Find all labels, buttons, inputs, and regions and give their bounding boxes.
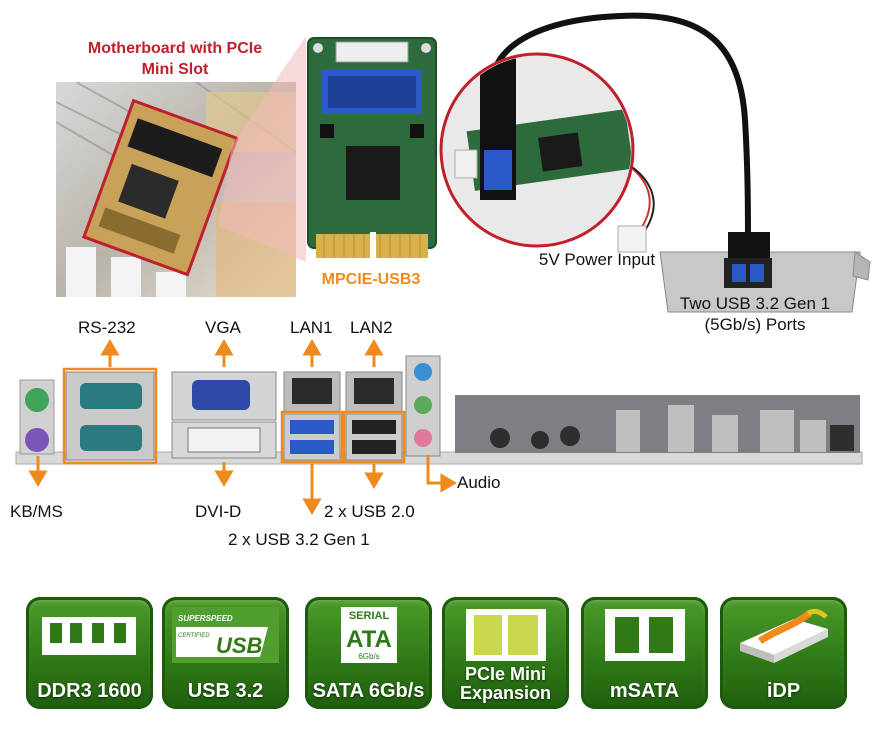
- pcie-mini-card-icon: [452, 607, 559, 663]
- label-usb32: 2 x USB 3.2 Gen 1: [228, 530, 370, 549]
- svg-text:USB: USB: [216, 633, 263, 658]
- idp-connector-icon: [730, 607, 837, 663]
- bracket-ports-label: Two USB 3.2 Gen 1 (5Gb/s) Ports: [679, 294, 831, 334]
- serial-ata-icon: SERIAL ATA 6Gb/s: [315, 607, 422, 663]
- badge-label: iDP: [766, 680, 801, 702]
- badge-label: PCIe Mini Expansion: [459, 664, 552, 703]
- label-lan1: LAN1: [290, 318, 333, 337]
- svg-text:SUPERSPEED: SUPERSPEED: [178, 614, 233, 623]
- badge-usb: SUPERSPEED CERTIFIED USB USB 3.2: [162, 597, 289, 709]
- badge-label: SATA 6Gb/s: [312, 680, 425, 702]
- label-dvid: DVI-D: [195, 502, 242, 521]
- msata-card-icon: [591, 607, 698, 663]
- badge-label: USB 3.2: [187, 680, 264, 702]
- badge-idp: iDP: [720, 597, 847, 709]
- label-usb20: 2 x USB 2.0: [324, 502, 415, 521]
- mpcie-card: [306, 36, 438, 262]
- badge-ddr3: DDR3 1600: [26, 597, 153, 709]
- svg-text:6Gb/s: 6Gb/s: [358, 652, 379, 661]
- label-vga: VGA: [205, 318, 241, 337]
- svg-text:SERIAL: SERIAL: [349, 610, 390, 622]
- memory-module-icon: [36, 607, 143, 663]
- superspeed-usb-icon: SUPERSPEED CERTIFIED USB: [172, 607, 279, 663]
- motherboard-title: Motherboard with PCIe Mini Slot: [87, 40, 263, 78]
- badge-msata: mSATA: [581, 597, 708, 709]
- badge-sata: SERIAL ATA 6Gb/s SATA 6Gb/s: [305, 597, 432, 709]
- label-rs232: RS-232: [78, 318, 136, 337]
- svg-text:CERTIFIED: CERTIFIED: [178, 633, 210, 639]
- label-audio: Audio: [457, 473, 501, 492]
- label-kbms: KB/MS: [10, 502, 63, 521]
- badge-label: mSATA: [609, 680, 680, 702]
- badge-pcie-mini: PCIe Mini Expansion: [442, 597, 569, 709]
- badge-label: DDR3 1600: [37, 680, 142, 702]
- svg-text:ATA: ATA: [346, 626, 392, 653]
- card-name: MPCIE-USB3: [321, 271, 421, 288]
- label-lan2: LAN2: [350, 318, 393, 337]
- power-input-label: 5V Power Input: [538, 250, 656, 269]
